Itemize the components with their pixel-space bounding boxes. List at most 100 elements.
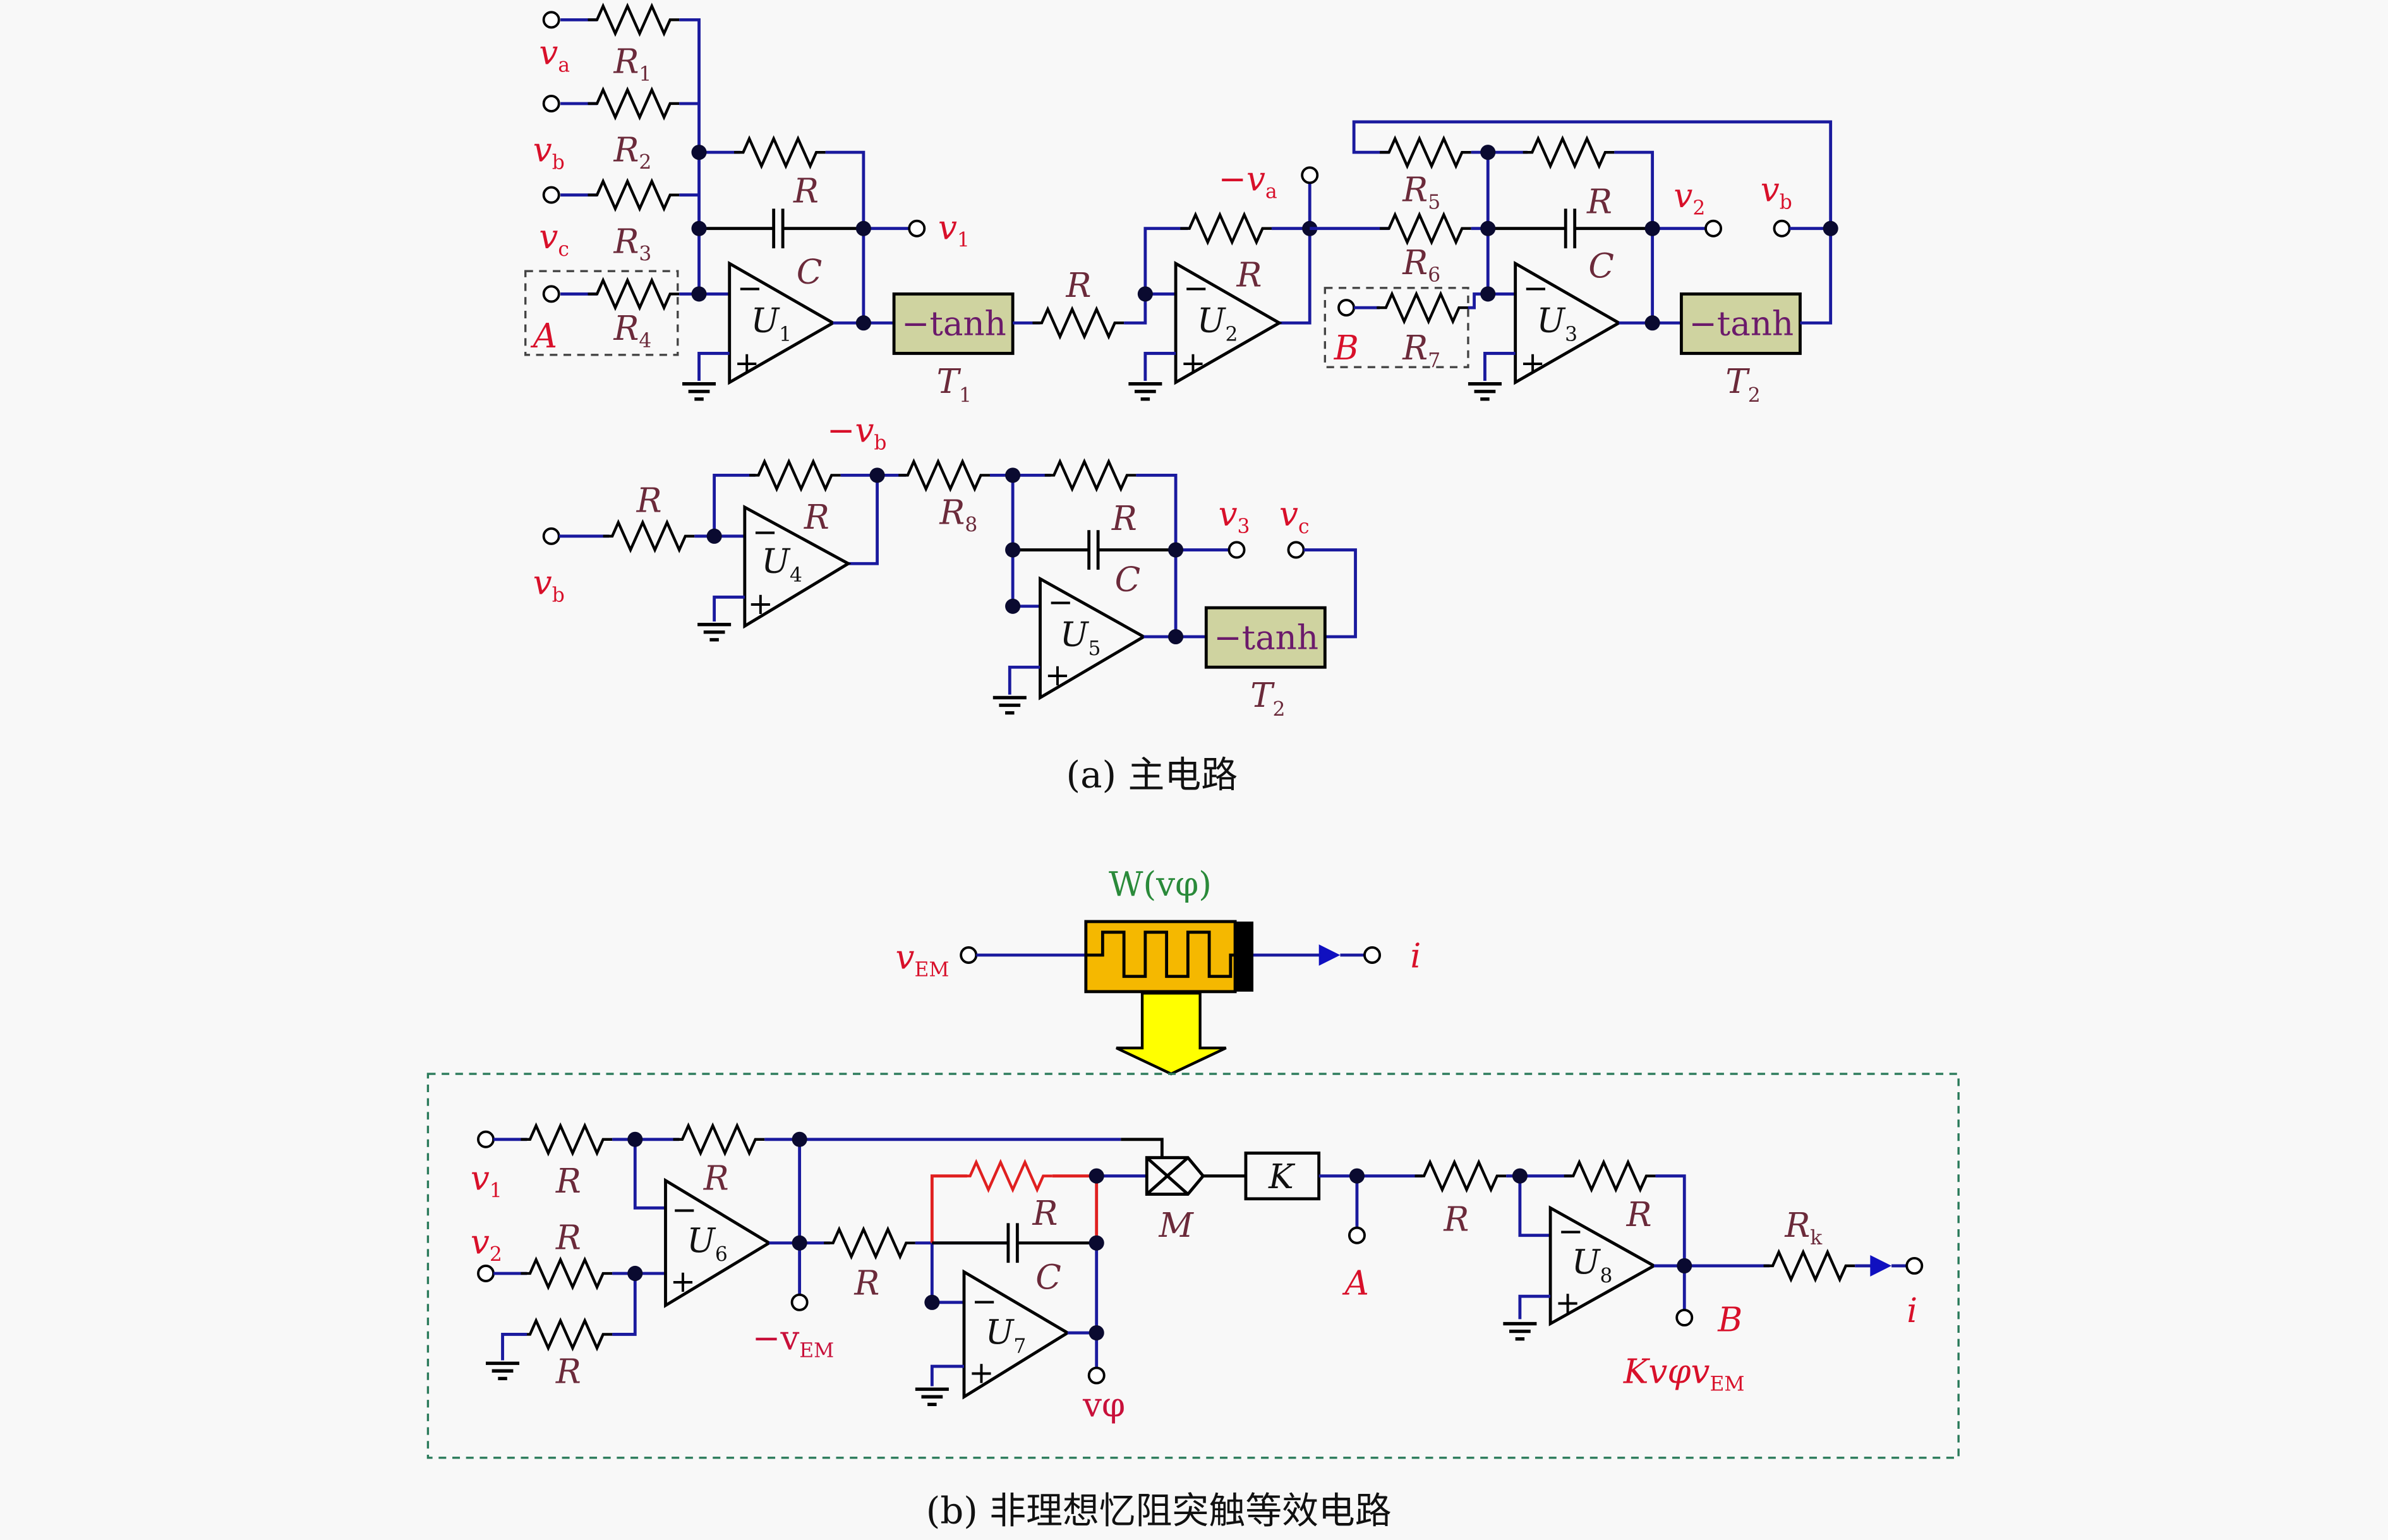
label-point-b: B: [1717, 1301, 1742, 1340]
label-k: K: [1268, 1157, 1296, 1196]
label-box-a: A: [530, 316, 557, 356]
resistor-r5: [1380, 138, 1471, 165]
memristor-title: W(vφ): [1109, 865, 1212, 904]
resistor-r8: [898, 462, 990, 489]
opamp-u5: [1039, 576, 1147, 701]
svg-text:R: R: [703, 1158, 729, 1198]
svg-text:C: C: [1115, 560, 1141, 599]
svg-text:R: R: [804, 498, 829, 537]
output-terminal-v1: [908, 219, 926, 238]
memristor-symbol: W(vφ) vEM i: [896, 865, 1421, 1076]
svg-text:+: +: [1555, 1285, 1580, 1321]
svg-text:−: −: [1048, 584, 1073, 620]
opamp-u1: [728, 261, 836, 385]
label-vc: vc: [539, 217, 569, 261]
label-neg-vb: −vb: [827, 411, 886, 454]
svg-text:+: +: [1045, 658, 1070, 693]
resistor-input-u7: [824, 1229, 915, 1256]
svg-text:R: R: [555, 1352, 581, 1392]
svg-text:−: −: [972, 1284, 997, 1319]
label-u3: U3: [1536, 301, 1577, 346]
resistor-feedback-u2: [1180, 215, 1272, 242]
label-vb-input: vb: [533, 563, 565, 606]
svg-text:+: +: [748, 586, 773, 622]
label-r7: R7: [1402, 328, 1440, 372]
svg-text:+: +: [670, 1264, 696, 1299]
resistor-input-u2: [1032, 310, 1124, 337]
label-r-feedback: R: [793, 172, 819, 211]
label-i-memristor: i: [1410, 936, 1421, 975]
label-t1: T1: [937, 362, 972, 407]
resistor-feedback-u3: [1523, 138, 1615, 165]
resistor-input-u4: [603, 522, 695, 550]
tanh-block-t2-lower: [1204, 606, 1327, 669]
svg-text:R: R: [1443, 1200, 1469, 1239]
label-r3: R3: [613, 222, 652, 265]
opamp-u6: [664, 1177, 773, 1308]
label-r6: R6: [1402, 243, 1440, 287]
svg-text:R: R: [853, 1264, 879, 1303]
label-t2: T2: [1725, 362, 1760, 407]
label-u7: U7: [986, 1313, 1027, 1357]
label-u8: U8: [1572, 1242, 1613, 1287]
tanh-block-t2: [1680, 292, 1802, 355]
label-rk: Rk: [1784, 1206, 1823, 1249]
svg-text:+: +: [1520, 346, 1545, 381]
label-v1: v1: [938, 208, 970, 252]
resistor-r7: [1377, 294, 1468, 321]
svg-text:R: R: [555, 1162, 581, 1201]
svg-text:R: R: [1111, 499, 1137, 538]
label-va: va: [539, 33, 570, 76]
caption-panel-b: (b) 非理想忆阻突触等效电路: [926, 1489, 1392, 1532]
svg-text:+: +: [734, 346, 759, 381]
resistor-v2-input: [521, 1260, 612, 1287]
svg-text:R: R: [555, 1218, 581, 1257]
label-u6: U6: [687, 1221, 728, 1266]
resistor-input-u8: [1415, 1162, 1507, 1189]
svg-text:−: −: [737, 271, 763, 306]
label-u2: U2: [1197, 301, 1238, 346]
ground-icon: [682, 384, 716, 399]
label-v2: v2: [1673, 176, 1705, 220]
label-c: C: [797, 253, 823, 292]
dashed-box-equivalent: [426, 1073, 1960, 1459]
label-neg-va: −va: [1219, 159, 1277, 203]
label-v2-input: v2: [471, 1223, 502, 1266]
svg-text:−: −: [1183, 271, 1209, 306]
label-i-output: i: [1907, 1291, 1917, 1330]
resistor-r6: [1380, 215, 1471, 242]
stage-u3: −tanh R5 R6 B R7 R C v2 vb U3 − + T2: [1310, 120, 1838, 407]
panel-b: K v1 R R v2 R R U6 − + −vEM R R C U7: [426, 1073, 1960, 1532]
svg-text:R: R: [636, 481, 662, 520]
svg-text:R: R: [1066, 266, 1092, 305]
ground-icon: [1503, 1324, 1536, 1339]
label-r8: R8: [939, 493, 977, 537]
stage-u4-u5: −tanh R vb R −vb R8 R C v3 vc U4 − + U5 …: [533, 411, 1357, 721]
panel-a: −tanh va R1 vb R2 vc R3 A R4 R C v1 U1 −…: [524, 6, 1838, 797]
resistor-r4: [588, 280, 680, 308]
dashed-box-a: [524, 270, 679, 356]
resistor-feedback-u6: [673, 1126, 765, 1153]
opamp-u3: [1514, 261, 1622, 385]
label-product: KvφvEM: [1623, 1352, 1745, 1396]
svg-text:−: −: [1523, 271, 1548, 306]
current-arrow-icon: [1870, 1255, 1892, 1277]
svg-text:C: C: [1588, 246, 1614, 286]
label-vphi: vφ: [1082, 1386, 1125, 1425]
resistor-feedback-u1: [734, 138, 826, 165]
label-vem-input: vEM: [896, 938, 950, 982]
resistor-v1-input: [521, 1126, 612, 1153]
ground-icon: [1468, 384, 1502, 399]
svg-text:R: R: [1032, 1194, 1058, 1233]
label-point-a: A: [1342, 1264, 1369, 1303]
ground-icon: [697, 625, 731, 640]
ground-icon: [915, 1389, 949, 1404]
resistor-feedback-u8: [1564, 1162, 1656, 1189]
svg-text:+: +: [1180, 346, 1205, 381]
current-arrow-icon: [1318, 944, 1341, 966]
label-box-b: B: [1334, 328, 1359, 368]
label-r2: R2: [613, 131, 652, 174]
label-vc-feedback: vc: [1279, 495, 1310, 538]
svg-text:−: −: [752, 514, 778, 550]
